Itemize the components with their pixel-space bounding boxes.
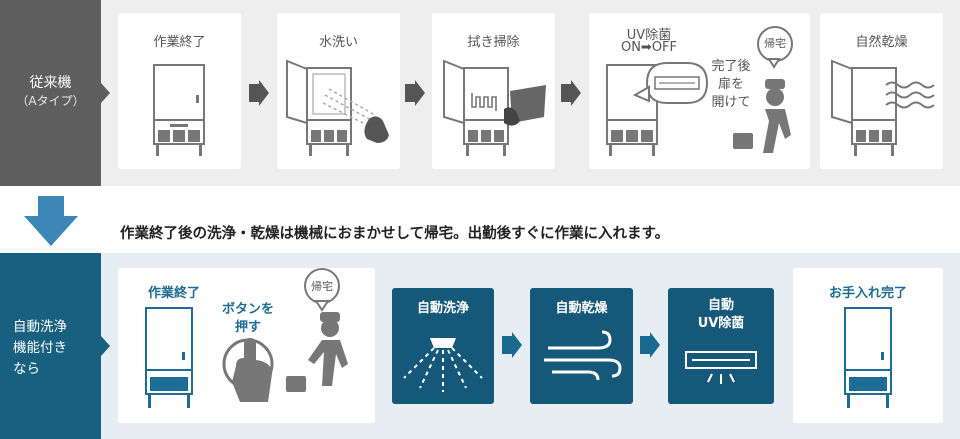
hand-wipe-icon (443, 59, 546, 156)
step-label: 拭き掃除 (467, 35, 520, 50)
side-label: 従来機 (29, 75, 72, 91)
step-card-uv-sterilize: UV除菌 ON➡OFF 帰宅 完了後 扉を 開けて (589, 13, 810, 169)
side-label-line1: 自動洗浄 (13, 319, 67, 335)
note-line2: 扉を (717, 77, 744, 92)
bubble-label: 帰宅 (311, 280, 333, 293)
step-label: 作業終了 (153, 35, 206, 50)
arrow-right-icon (561, 80, 581, 106)
fridge-closed-icon (153, 64, 205, 156)
side-label-line3: なら (13, 361, 40, 377)
auto-card-uv: 自動 UV除菌 (668, 288, 774, 404)
button-label-line2: 押す (234, 320, 261, 335)
auto-card-wash: 自動洗浄 (392, 288, 494, 404)
arrow-right-icon (640, 332, 660, 358)
conventional-side-panel: 従来機 （Aタイプ） (0, 0, 101, 186)
arrow-right-icon (502, 332, 522, 358)
side-notch-top (101, 83, 110, 103)
note-line3: 開けて (711, 95, 751, 110)
auto-card-dry: 自動乾燥 (530, 288, 633, 404)
wind-icon (544, 330, 622, 381)
person-going-home-icon (286, 268, 348, 392)
card-title: 自動乾燥 (555, 301, 608, 316)
card-title-line2: UV除菌 (697, 316, 745, 331)
note-line1: 完了後 (711, 59, 751, 74)
card-title: 自動洗浄 (416, 301, 469, 316)
card-title-line1: 自動 (707, 298, 734, 313)
side-label-line2: 機能付き (13, 340, 67, 356)
button-label-line1: ボタンを (221, 302, 274, 317)
automatic-side-panel: 自動洗浄 機能付き なら (0, 253, 101, 439)
bubble-label: 帰宅 (764, 37, 786, 50)
hand-press-button-icon (222, 338, 274, 402)
drying-waves-icon (831, 59, 935, 156)
auto-card-complete: お手入れ完了 (793, 268, 943, 423)
fridge-closed-icon (844, 307, 892, 408)
side-notch-bottom (101, 336, 110, 356)
step-label-line2: ON➡OFF (620, 40, 678, 55)
side-sublabel: （Aタイプ） (16, 94, 85, 108)
fridge-closed-icon (145, 307, 193, 408)
middle-caption: 作業終了後の洗浄・乾燥は機械におまかせして帰宅。出勤後すぐに作業に入れます。 (120, 226, 670, 242)
arrow-right-icon (405, 80, 425, 106)
step-label: 自然乾燥 (855, 35, 908, 50)
uv-lamp-icon (685, 351, 757, 384)
step-label-line1: UV除菌 (626, 28, 672, 43)
step-card-wipe-clean: 拭き掃除 (432, 13, 555, 169)
step-label: 水洗い (318, 35, 358, 50)
spray-nozzle-icon (403, 338, 483, 392)
arrow-down-icon (24, 196, 78, 246)
arrow-right-icon (249, 80, 269, 106)
card-label: 作業終了 (147, 286, 200, 301)
uv-lamp-icon (606, 26, 793, 156)
hand-spray-icon (286, 59, 389, 156)
step-card-work-end: 作業終了 (118, 13, 241, 169)
step-card-natural-dry: 自然乾燥 (820, 13, 943, 169)
step-card-water-wash: 水洗い (277, 13, 400, 169)
auto-card-work-end: 作業終了 ボタンを 押す 帰宅 (118, 268, 375, 423)
card-label: お手入れ完了 (828, 286, 907, 301)
